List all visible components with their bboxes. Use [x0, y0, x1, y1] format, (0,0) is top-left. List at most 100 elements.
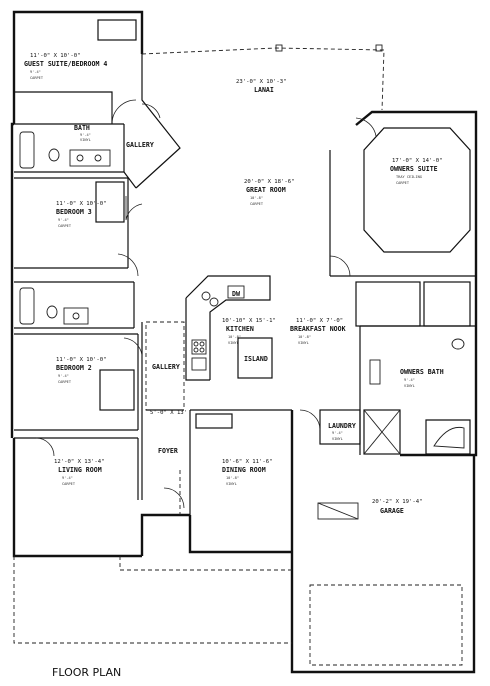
lanai-post-right	[375, 44, 383, 52]
garage-storage	[317, 502, 359, 520]
svg-text:CARPET: CARPET	[58, 224, 72, 228]
laundry-name: LAUNDRY	[328, 422, 356, 430]
breakfast-nook-name: BREAKFAST NOOK	[290, 325, 346, 333]
bedroom-3-dims: 11'-0" X 10'-0"	[56, 201, 107, 207]
svg-text:9'-4": 9'-4"	[58, 218, 69, 222]
site-line-left	[13, 556, 292, 644]
lanai-dims: 23'-0" X 10'-3"	[236, 79, 287, 85]
owners-bath-name: OWNERS BATH	[400, 368, 444, 376]
svg-text:CARPET: CARPET	[396, 181, 410, 185]
owners-suite-dims: 17'-0" X 14'-0"	[392, 158, 443, 164]
interior-walls	[14, 19, 476, 666]
wall-living-exterior	[12, 438, 142, 558]
cooktop	[191, 339, 207, 355]
svg-text:CARPET: CARPET	[58, 380, 72, 384]
dining-room-dims: 10'-6" X 11'-6"	[222, 459, 273, 465]
door-owners-suite	[329, 255, 351, 277]
wall-gallery-diagonal	[135, 54, 181, 189]
owners-tub	[425, 419, 471, 455]
exterior-walls	[10, 10, 478, 674]
owners-vanity	[369, 359, 381, 385]
wall-owners-exterior	[355, 110, 478, 276]
svg-text:VINYL: VINYL	[228, 341, 239, 345]
kitchen-sink-right	[209, 297, 219, 307]
owners-closet-2	[423, 281, 471, 327]
door-laundry	[299, 409, 321, 431]
dishwasher-label: DW	[232, 290, 240, 298]
bath-toilet	[48, 148, 60, 162]
door-bath2	[117, 253, 139, 277]
wall-owners-bath-exterior	[400, 276, 478, 457]
svg-text:TRAY CEILING: TRAY CEILING	[396, 175, 422, 179]
shower	[363, 409, 401, 455]
svg-text:9'-4": 9'-4"	[404, 378, 415, 382]
dining-room-name: DINING ROOM	[222, 466, 266, 474]
kitchen-dims: 10'-10" X 15'-1"	[222, 318, 276, 324]
bedroom-2-dims: 11'-0" X 10'-0"	[56, 357, 107, 363]
tray-ceiling-outline	[363, 127, 471, 253]
oven	[191, 357, 207, 371]
wall-guest-exterior	[12, 10, 144, 124]
guest-closet	[97, 19, 137, 41]
door-swings	[35, 99, 377, 509]
bedroom-2-name: BEDROOM 2	[56, 364, 92, 372]
svg-text:9'-4": 9'-4"	[58, 374, 69, 378]
bed2-closet	[99, 369, 135, 411]
kitchen-counter-run	[185, 275, 271, 380]
svg-text:9'-4": 9'-4"	[80, 133, 91, 137]
svg-text:VINYL: VINYL	[298, 341, 309, 345]
door-gallery-north	[141, 103, 161, 119]
kitchen-name: KITCHEN	[226, 325, 254, 333]
bath-vanity	[69, 149, 111, 167]
garage-name: GARAGE	[380, 507, 404, 515]
buffet-counter	[195, 413, 233, 429]
kitchen-sink-left	[201, 291, 211, 301]
bedroom-3-name: BEDROOM 3	[56, 208, 92, 216]
door-owners-lanai	[355, 117, 377, 137]
foyer-dims: 5'-0" X 13'	[150, 410, 187, 416]
garage-dims: 20'-2" X 19'-4"	[372, 499, 423, 505]
living-room-dims: 12'-0" X 13'-4"	[54, 459, 105, 465]
wall-garage	[290, 410, 476, 674]
great-room-dims: 20'-0" X 18'-6"	[244, 179, 295, 185]
door-living	[35, 437, 55, 457]
plan-title: FLOOR PLAN	[52, 666, 121, 679]
wall-guest-south	[14, 91, 113, 100]
great-room-name: GREAT ROOM	[246, 186, 286, 194]
bath-name: BATH	[74, 124, 90, 132]
bath2-vanity	[63, 307, 89, 325]
svg-text:10'-8": 10'-8"	[228, 335, 241, 339]
wall-gallery-link	[123, 171, 137, 189]
guest-suite-dims: 11'-0" X 10'-0"	[30, 53, 81, 59]
gallery-north-name: GALLERY	[126, 141, 154, 149]
svg-text:9'-4": 9'-4"	[62, 476, 73, 480]
svg-text:10'-8": 10'-8"	[298, 335, 311, 339]
svg-text:VINYL: VINYL	[332, 437, 343, 441]
owners-toilet	[451, 338, 465, 350]
svg-text:VINYL: VINYL	[404, 384, 415, 388]
gallery-south-name: GALLERY	[152, 363, 180, 371]
kitchen-counter-west	[185, 298, 210, 381]
guest-suite-name: GUEST SUITE/BEDROOM 4	[24, 60, 107, 68]
foyer-name: FOYER	[158, 447, 178, 455]
svg-text:CARPET: CARPET	[62, 482, 76, 486]
svg-text:VINYL: VINYL	[226, 482, 237, 486]
owners-closet-1	[355, 281, 421, 327]
svg-text:VINYL: VINYL	[80, 138, 91, 142]
wall-left-bedrooms	[10, 122, 14, 438]
svg-text:9'-4": 9'-4"	[332, 431, 343, 435]
svg-text:10'-8": 10'-8"	[250, 196, 263, 200]
room-labels: 11'-0" X 10'-0" GUEST SUITE/BEDROOM 4 9'…	[24, 53, 444, 679]
wall-foyer-front	[140, 513, 190, 556]
door-bed2	[123, 337, 143, 361]
door-guest	[111, 99, 137, 125]
kitchen-island	[237, 337, 273, 379]
breakfast-nook-dims: 11'-0" X 7'-0"	[296, 318, 343, 324]
svg-text:CARPET: CARPET	[30, 76, 44, 80]
owners-suite-name: OWNERS SUITE	[390, 165, 438, 173]
porch-outline	[119, 556, 292, 571]
living-room-name: LIVING ROOM	[58, 466, 102, 474]
lanai-post-left	[275, 44, 283, 52]
svg-text:9'-4": 9'-4"	[30, 70, 41, 74]
